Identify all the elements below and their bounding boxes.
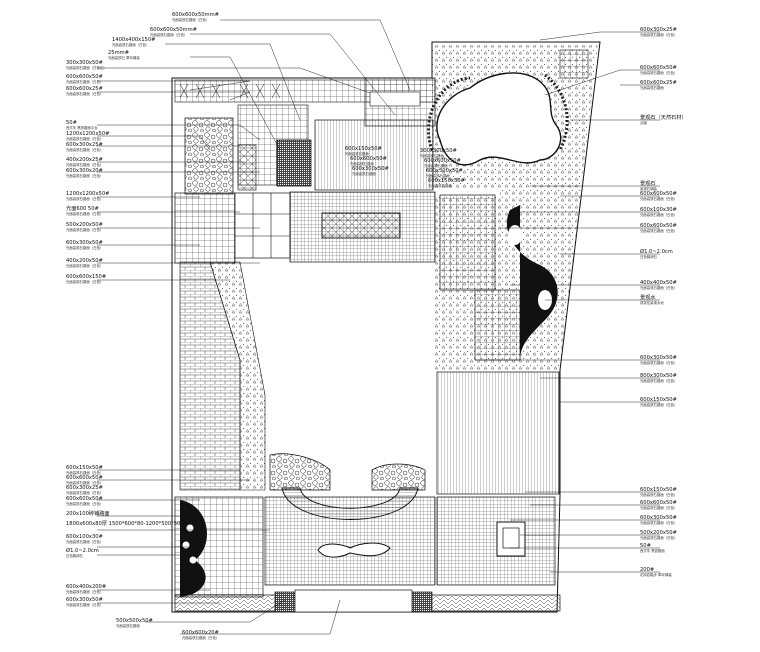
annotation-label: 景观水观赏性景观水池 bbox=[640, 295, 664, 305]
annotation-label: 600x600x50#光面高铁石路面（白色） bbox=[640, 500, 678, 510]
planting-bed bbox=[371, 463, 426, 491]
bottom-leader-lines bbox=[145, 599, 341, 635]
left-gravel-strip bbox=[209, 261, 266, 491]
annotation-label: 600x600x25#光面高铁石路面 bbox=[640, 80, 677, 90]
entrance-gate-area bbox=[294, 589, 413, 613]
yin-yang-black-feature bbox=[506, 205, 558, 360]
center-platform-lines bbox=[314, 119, 434, 191]
stepping-stone bbox=[186, 524, 194, 532]
grid-block-small bbox=[237, 144, 257, 191]
annotation-label: 1800x600x80厚 1500*600*80-1200*500*50厚 bbox=[66, 521, 186, 527]
terrace-planter bbox=[369, 91, 421, 107]
left-leader-lines bbox=[97, 67, 371, 604]
annotation-label: 600x600x50#光面高铁石路面（白色） bbox=[66, 496, 104, 506]
annotation-label: 600x300x25#光面高铁石路面（白色） bbox=[66, 142, 104, 152]
annotation-label: 600x600x50#光面高铁石路面 bbox=[350, 156, 387, 166]
annotation-label: 500x500x50#光面高铁石路面 bbox=[116, 618, 153, 628]
annotation-label: 1400x400x150#光面高铁石路面（白色） bbox=[112, 37, 156, 47]
annotation-label: 1200x1200x50#光面高铁石路面（白色） bbox=[66, 191, 110, 201]
planting-bed bbox=[269, 453, 331, 491]
annotation-label: 景观石（天然石材）点缀 bbox=[640, 115, 687, 125]
annotation-label: 600x150x50#光面高铁石路面 bbox=[345, 146, 382, 156]
ornamental-pool bbox=[317, 542, 391, 558]
stepping-stone bbox=[189, 556, 197, 564]
annotation-label: 600x300x25#光面高铁石路面（白色） bbox=[66, 485, 104, 495]
right-grid-paving bbox=[439, 194, 496, 291]
annotation-label: 600x600x50#光面高铁石路面（白色） bbox=[66, 475, 104, 485]
annotation-label: 600x300x50#光面高铁石路面（白色） bbox=[66, 597, 104, 607]
annotation-label: 1200x1200x50#光面高铁石路面（白色） bbox=[66, 131, 110, 141]
annotation-label: 600x150x50#光面高铁石路面（白色） bbox=[66, 465, 104, 475]
annotation-label: 600x150x50#光面高铁石路面（白色） bbox=[640, 487, 678, 497]
annotation-label: 600x300x25#光面高铁石路面（白色） bbox=[640, 27, 678, 37]
annotation-label: 300x300x50#光面高铁石路面（白铁石） bbox=[66, 60, 107, 70]
annotation-label: 景观石景观石铺装 bbox=[640, 181, 657, 191]
annotation-label: 400x200x25#光面高铁石路面（白色） bbox=[66, 157, 104, 167]
right-square-tiles bbox=[474, 289, 521, 361]
annotation-label: 300x300x50#光面高铁石路面 bbox=[420, 148, 457, 158]
cobble-stone-area bbox=[184, 117, 234, 195]
annotation-label: 50#西式车 黑铁路面平台 bbox=[66, 120, 98, 130]
pond bbox=[436, 72, 562, 166]
annotation-label: 600x300x50#光面高铁石路面（白色） bbox=[66, 240, 104, 250]
garden-tile-grid bbox=[559, 49, 589, 79]
annotation-label: 500x200x50#光面高铁石路面（白色） bbox=[66, 222, 104, 232]
right-lined-paving bbox=[436, 371, 560, 495]
annotation-label: 600x600x50mm#光面高铁石路面（白色） bbox=[172, 12, 219, 22]
annotation-label: 600x300x50#光面高铁石路面 bbox=[426, 168, 463, 178]
left-stepping-grid bbox=[234, 192, 291, 259]
annotation-label: 600x150x50#光面高铁石路面 bbox=[428, 178, 465, 188]
bottom-left-black-feature bbox=[180, 500, 207, 597]
entrance-pillar bbox=[411, 591, 433, 613]
entrance-pillar bbox=[274, 591, 296, 613]
top-leader-lines bbox=[165, 19, 411, 151]
annotation-label: 600x150x50#光面高铁石路面（白色） bbox=[640, 397, 678, 407]
annotation-label: 600x600x50#光面高铁石路面（白色） bbox=[640, 223, 678, 233]
yin-yang-white-spot bbox=[508, 225, 522, 245]
annotation-label: 600x300x50#光面高铁石路面（白色） bbox=[640, 355, 678, 365]
annotation-label: 600x600x25#光面高铁石路面（白色） bbox=[66, 86, 104, 96]
annotation-label: 25mm#光面高铁石 草坪铺装 bbox=[108, 50, 140, 60]
annotation-label: 400x200x50#光面高铁石路面（白色） bbox=[66, 258, 104, 268]
stepping-grid-lines bbox=[235, 193, 290, 258]
annotation-label: 500x200x50#光面高铁石路面（白色） bbox=[640, 530, 678, 540]
dense-square-paving bbox=[276, 139, 312, 187]
annotation-label: 200x100砖铺路面 bbox=[66, 511, 110, 517]
annotation-label: 600x600x150#光面高铁石路面（白色） bbox=[66, 274, 107, 284]
annotation-label: 600x100x30#光面高铁石路面（白色） bbox=[66, 534, 104, 544]
annotation-label: 600x600x50#光面高铁石路面（白色） bbox=[640, 65, 678, 75]
annotation-label: 600x400x200#光面高铁石路面（白色） bbox=[66, 584, 107, 594]
annotation-label: 600x100x30#光面高铁石路面（白色） bbox=[640, 207, 678, 217]
annotation-label: 600x300x50#光面高铁石路面（白色） bbox=[640, 515, 678, 525]
annotation-label: 600x600x50#光面高铁石路面 bbox=[424, 158, 461, 168]
pond-edge-stones bbox=[426, 73, 569, 151]
annotation-label: 800x300x50#光面高铁石路面（白色） bbox=[640, 373, 678, 383]
central-planter-box bbox=[321, 212, 401, 239]
annotation-label: 50#西式车 黑铁路面 bbox=[640, 543, 665, 553]
right-leader-lines bbox=[480, 31, 660, 573]
bottom-right-paving bbox=[436, 496, 556, 586]
annotation-label: 600x600x50#光面高铁石路面（白色） bbox=[640, 191, 678, 201]
annotation-label: 600x600x20#光面高铁石路面（白色） bbox=[182, 630, 220, 640]
annotation-label: 200#花岗岩踏步 草坪铺装 bbox=[640, 567, 672, 577]
annotation-label: 600x600x50#光面高铁石路面（白色） bbox=[66, 74, 104, 84]
annotation-label: 600x600x50mm#光面高铁石路面（白色） bbox=[150, 27, 197, 37]
annotation-label: 光面600 50#光面高铁石路面（白色） bbox=[66, 206, 104, 216]
bottom-right-planter bbox=[496, 521, 526, 557]
annotation-label: 400x400x50#光面高铁石路面（白色） bbox=[640, 280, 678, 290]
stepping-stone bbox=[182, 541, 190, 549]
annotation-label: 600x300x20#光面高铁石路面（白色） bbox=[66, 168, 104, 178]
annotation-label: 600x300x50#光面高铁石路面 bbox=[352, 166, 389, 176]
